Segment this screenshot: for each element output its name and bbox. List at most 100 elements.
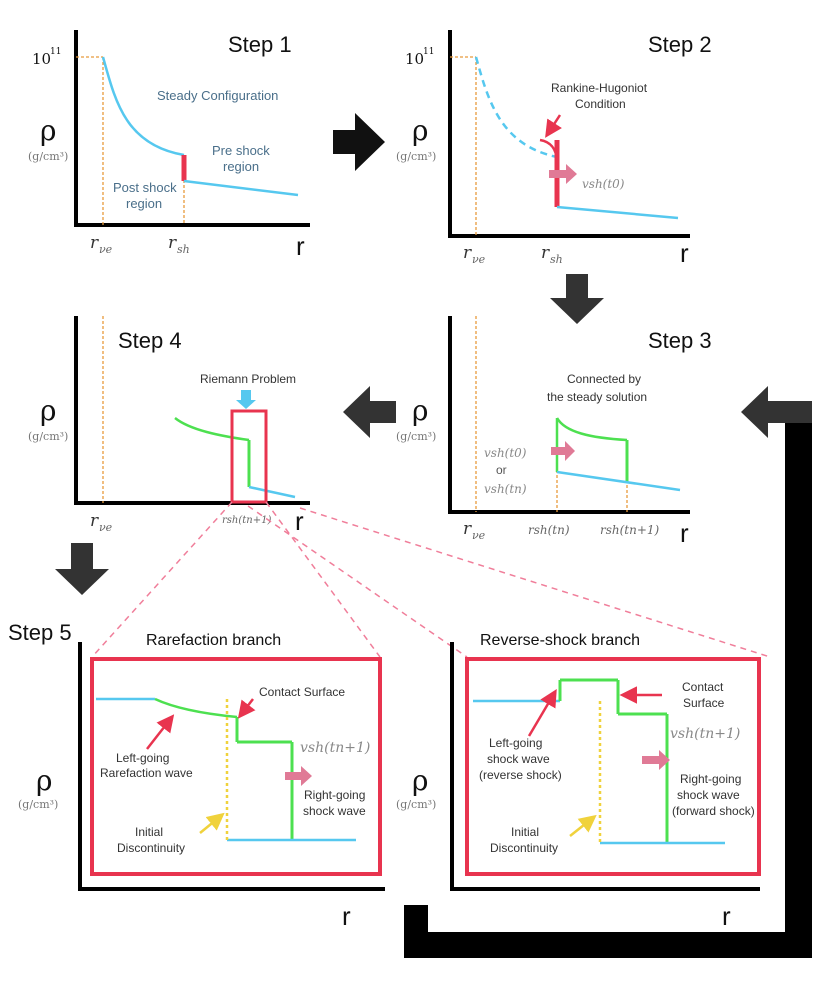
step2-velocity-arrow	[549, 164, 577, 184]
step2-rh-l2: Condition	[575, 97, 626, 111]
loop-back-arrowhead	[741, 386, 812, 438]
rare-unit: (g/cm³)	[18, 798, 58, 811]
step2-pre-shock-line	[556, 205, 679, 220]
rare-axes	[78, 642, 385, 891]
zoom-lines	[91, 501, 771, 658]
step5-title: Step 5	[8, 620, 72, 645]
step3-panel: Step 3 vsh(t0) or vsh(tn) Connected by t…	[396, 316, 712, 548]
rare-contact-label: Contact Surface	[259, 685, 345, 699]
rev-initial-l2: Discontinuity	[490, 841, 558, 855]
flow-arrow-down-1	[550, 274, 604, 324]
step2-rh-l1: Rankine-Hugoniot	[551, 81, 648, 95]
rare-left-l2: Rarefaction wave	[100, 766, 193, 780]
step4-pre-shock-line	[248, 485, 296, 499]
flow-arrow-right-1	[333, 113, 385, 171]
rev-right-l3: (forward shock)	[672, 804, 755, 818]
step3-axes	[448, 316, 690, 514]
step1-rsh-r: r	[168, 233, 177, 253]
step2-panel: Step 2 10 11 vsh(t0) Rankine-Hugoniot Co…	[396, 30, 712, 268]
rare-rho: ρ	[36, 764, 52, 797]
rare-right-l1: Right-going	[304, 788, 365, 802]
step2-old-steady-curve	[474, 56, 558, 159]
step4-riemann-pointer	[236, 390, 256, 409]
step2-density-exp: 11	[423, 47, 434, 57]
step1-rho: ρ	[40, 114, 56, 147]
step2-rh-pointer	[545, 114, 562, 138]
rev-left-l1: Left-going	[489, 736, 542, 750]
step1-r-label: r	[296, 231, 305, 261]
rev-right-l2: shock wave	[677, 788, 740, 802]
step1-steady-curve	[101, 56, 185, 157]
rev-title: Reverse-shock branch	[480, 632, 640, 649]
step3-title: Step 3	[648, 328, 712, 353]
step2-rnu-sub: νe	[472, 253, 486, 266]
step1-unit: (g/cm³)	[28, 150, 68, 163]
step4-rnu-r: r	[90, 511, 99, 531]
step2-axes	[448, 30, 690, 238]
rev-rho: ρ	[412, 764, 428, 797]
rev-r-label: r	[722, 901, 731, 931]
rare-r-label: r	[342, 901, 351, 931]
step4-title: Step 4	[118, 328, 182, 353]
rare-initial-pointer	[199, 812, 225, 834]
step4-riemann: Riemann Problem	[200, 372, 296, 386]
rare-vsh: vsh(tn+1)	[300, 740, 370, 756]
step3-conn-l2: the steady solution	[547, 390, 647, 404]
step4-new-steady-curve	[174, 417, 250, 442]
rare-contact-pointer	[237, 698, 256, 719]
step3-rnu-r: r	[463, 519, 472, 539]
step3-vsh-t0: vsh(t0)	[484, 446, 527, 460]
step3-conn-l1: Connected by	[567, 372, 641, 386]
step2-rsh-sub: sh	[550, 253, 563, 266]
step1-rnu-sub: νe	[99, 243, 113, 256]
step3-or: or	[496, 463, 507, 477]
step1-title: Step 1	[228, 32, 292, 57]
rev-vsh: vsh(tn+1)	[670, 726, 740, 742]
step1-pre-shock-l1: Pre shock	[212, 143, 270, 158]
step4-panel: Step 4 Riemann Problem ρ (g/cm³) r νe rs…	[28, 316, 310, 536]
rev-initial-l1: Initial	[511, 825, 539, 839]
step3-unit: (g/cm³)	[396, 430, 436, 443]
rev-zoom-box	[465, 657, 761, 876]
rev-left-pointer	[527, 688, 557, 737]
step2-density-10: 10	[405, 50, 424, 68]
step1-steady-label: Steady Configuration	[157, 88, 278, 103]
rare-rarefaction-curve	[154, 697, 238, 719]
step1-pre-shock-l2: region	[223, 159, 259, 174]
step3-rsh-tn: rsh(tn)	[528, 523, 570, 537]
step1-post-shock-l1: Post shock	[113, 180, 177, 195]
rare-left-l1: Left-going	[116, 751, 169, 765]
rare-velocity-arrow	[285, 766, 312, 786]
step1-rnu-r: r	[90, 233, 99, 253]
rev-axes	[450, 642, 760, 891]
step1-pre-shock-line	[183, 179, 299, 197]
step1-axes	[74, 30, 310, 227]
step2-vsh: vsh(t0)	[582, 177, 625, 191]
step2-r-label: r	[680, 238, 689, 268]
step3-rsh-tn1: rsh(tn+1)	[600, 523, 660, 537]
rev-contact-l2: Surface	[683, 696, 725, 710]
step2-unit: (g/cm³)	[396, 150, 436, 163]
rare-right-l2: shock wave	[303, 804, 366, 818]
step4-r-label: r	[295, 506, 304, 536]
step4-axes	[74, 316, 310, 505]
rare-initial-l1: Initial	[135, 825, 163, 839]
step4-rnu-sub: νe	[99, 521, 113, 534]
rare-left-pointer	[146, 714, 175, 750]
flow-arrow-down-2	[55, 543, 109, 595]
rarefaction-panel: Rarefaction branch Contact Surface Left-…	[18, 632, 385, 931]
step4-rsh-tn1: rsh(tn+1)	[222, 515, 271, 526]
step1-panel: Step 1 10 11 Steady Configuration Pre sh…	[28, 30, 310, 261]
step1-density-exp: 11	[50, 47, 61, 57]
rare-title: Rarefaction branch	[146, 632, 281, 649]
step4-unit: (g/cm³)	[28, 430, 68, 443]
step2-rnu-r: r	[463, 243, 472, 263]
step3-rho: ρ	[412, 394, 428, 427]
rev-initial-pointer	[569, 814, 597, 837]
step3-pre-shock-line	[556, 470, 681, 492]
step2-rho: ρ	[412, 114, 428, 147]
step1-rsh-sub: sh	[177, 243, 190, 256]
step3-r-label: r	[680, 518, 689, 548]
reverse-shock-panel: Reverse-shock branch Contact Surface Lef…	[396, 632, 761, 931]
